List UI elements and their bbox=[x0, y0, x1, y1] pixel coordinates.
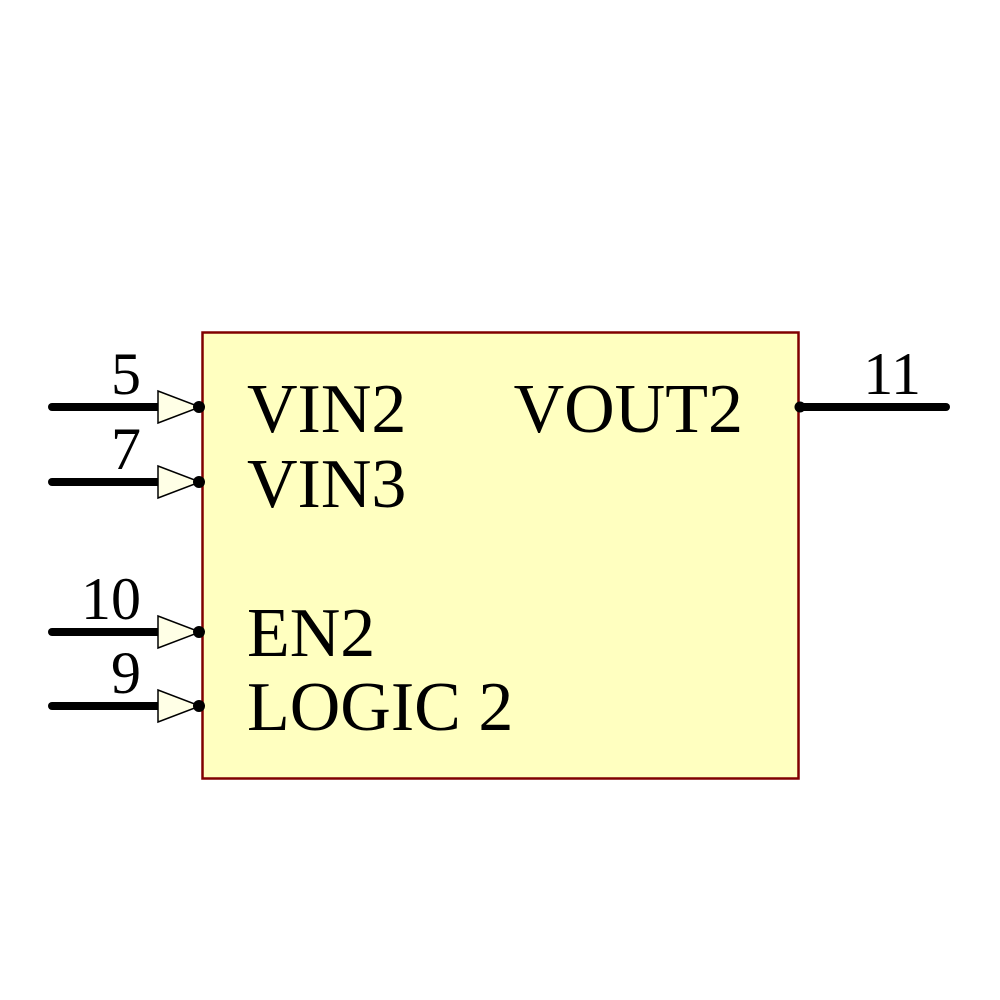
pin-10-input-arrow-icon bbox=[157, 614, 203, 650]
pin-7-number: 7 bbox=[111, 416, 141, 482]
pin-7-input-arrow-icon bbox=[157, 464, 203, 500]
pin-5-label: VIN2 bbox=[247, 371, 406, 448]
pin-10-label: EN2 bbox=[247, 595, 375, 672]
pin-9-logic2: 9 LOGIC 2 bbox=[48, 640, 513, 746]
pin-7-label: VIN3 bbox=[247, 446, 406, 523]
pin-11-vout2: 11 VOUT2 bbox=[514, 341, 950, 448]
pin-9-input-arrow-icon bbox=[157, 688, 203, 724]
pin-9-label: LOGIC 2 bbox=[247, 669, 513, 746]
pin-5-connection-dot bbox=[193, 401, 205, 413]
pin-5-number: 5 bbox=[111, 341, 141, 407]
pin-7-vin3: 7 VIN3 bbox=[48, 416, 406, 523]
pin-11-number: 11 bbox=[863, 341, 921, 407]
pin-7-connection-dot bbox=[193, 476, 205, 488]
pin-10-number: 10 bbox=[81, 566, 141, 632]
pin-11-label: VOUT2 bbox=[514, 371, 743, 448]
component-body[interactable] bbox=[201, 331, 800, 780]
pin-9-connection-dot bbox=[193, 700, 205, 712]
pin-5-input-arrow-icon bbox=[157, 389, 203, 425]
pin-9-number: 9 bbox=[111, 640, 141, 706]
pin-10-connection-dot bbox=[193, 626, 205, 638]
pin-5-vin2: 5 VIN2 bbox=[48, 341, 406, 448]
pin-10-en2: 10 EN2 bbox=[48, 566, 375, 672]
